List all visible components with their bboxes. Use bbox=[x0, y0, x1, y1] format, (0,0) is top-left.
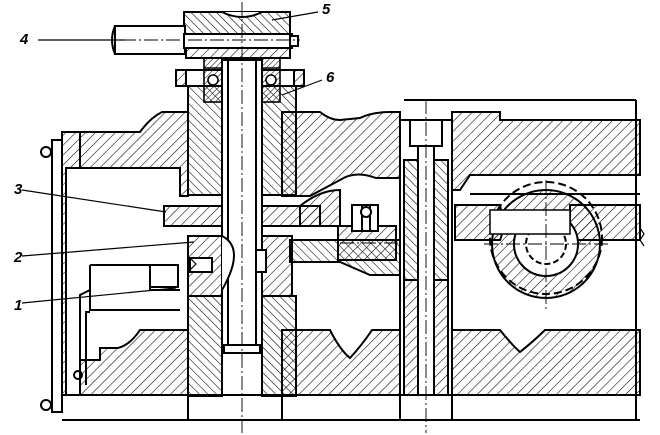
bearing-assembly bbox=[203, 57, 281, 103]
part-label-1: 1 bbox=[14, 297, 22, 314]
part-label-6: 6 bbox=[326, 69, 335, 86]
side-cover bbox=[40, 139, 83, 413]
housing-body bbox=[61, 111, 641, 396]
part-label-4: 4 bbox=[19, 31, 29, 48]
bracket bbox=[79, 264, 180, 385]
leader-lines bbox=[21, 11, 323, 304]
housing-outline bbox=[62, 99, 645, 421]
guide-block bbox=[187, 295, 297, 397]
center-lines bbox=[100, 2, 608, 433]
part-label-5: 5 bbox=[322, 1, 331, 18]
clamp-nut bbox=[163, 188, 341, 227]
part-label-3: 3 bbox=[14, 181, 23, 198]
clamp-lever bbox=[289, 204, 401, 276]
cam-block bbox=[187, 235, 293, 297]
part-label-2: 2 bbox=[13, 249, 23, 266]
